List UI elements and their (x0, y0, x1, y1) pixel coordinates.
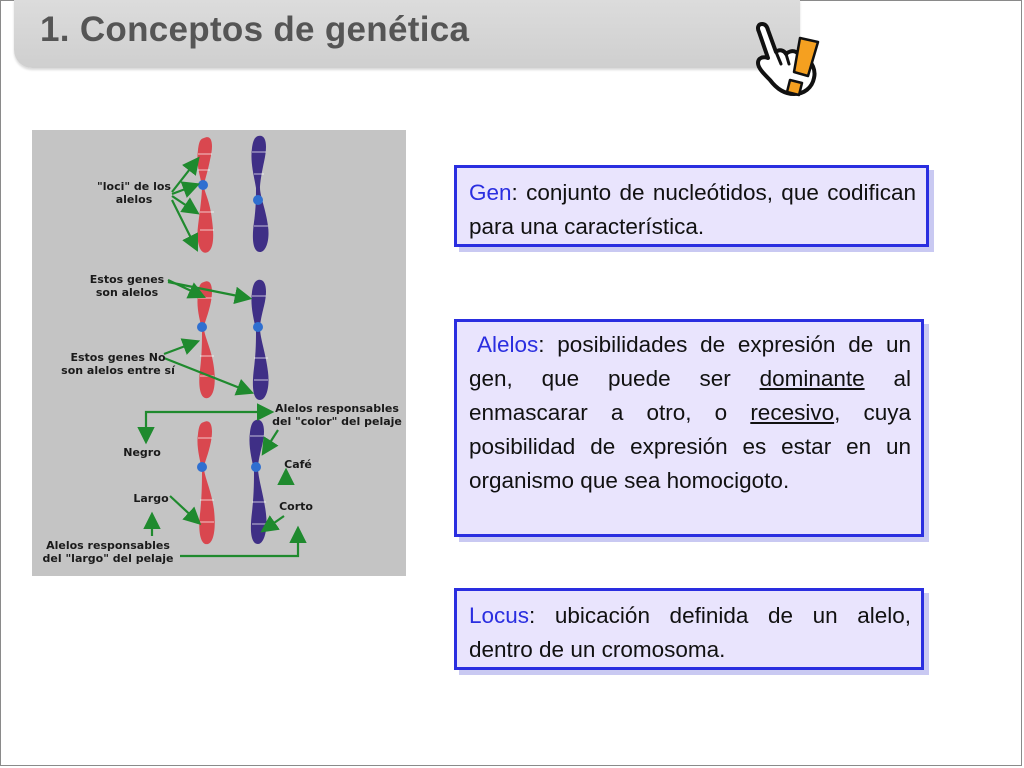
definition-gen-text: : conjunto de nucleótidos, que codifican… (469, 180, 916, 239)
definition-alelos-text-1: : posibilidades de expresión de un gen, … (469, 332, 911, 391)
figure-arrows (137, 156, 307, 558)
label-color-pelaje: Alelos responsables del "color" del pela… (272, 402, 402, 428)
chromosome-pair-1 (197, 135, 269, 253)
label-son-alelos: Estos genes son alelos (89, 273, 165, 299)
pointing-hand-icon (756, 22, 820, 97)
slide-title: 1. Conceptos de genética (40, 10, 470, 49)
definition-locus-text: : ubicación definida de un alelo, dentro… (469, 603, 911, 662)
chromosome-diagram (137, 135, 307, 558)
exclamation-icon (785, 36, 820, 97)
title-bar: 1. Conceptos de genética (14, 0, 800, 68)
definition-alelos-text-3: , cuya posibilidad de expresión es estar… (469, 400, 912, 493)
definition-alelos-text-2: al enmascarar a otro, o (469, 366, 912, 425)
label-no-alelos: Estos genes No son alelos entre sí (61, 351, 175, 377)
term-recesivo: recesivo (750, 400, 835, 425)
definition-gen: Gen: conjunto de nucleótidos, que codifi… (454, 165, 929, 247)
label-corto: Corto (279, 500, 313, 513)
term-dominante: dominante (759, 366, 865, 391)
label-negro: Negro (123, 446, 161, 459)
chromosome-pair-2 (197, 279, 269, 400)
term-gen: Gen (469, 180, 512, 205)
chromosome-figure: "loci" de los alelos Estos genes son ale… (32, 130, 406, 576)
chromosome-pair-3 (197, 419, 267, 545)
definition-alelos: Alelos: posibilidades de expresión de un… (454, 319, 924, 537)
label-loci: "loci" de los alelos (97, 180, 171, 206)
term-locus: Locus (469, 603, 530, 628)
label-cafe: Café (284, 458, 312, 471)
label-largo-pelaje: Alelos responsables del "largo" del pela… (42, 539, 174, 565)
definition-locus: Locus: ubicación definida de un alelo, d… (454, 588, 924, 670)
label-largo: Largo (133, 492, 169, 505)
term-alelos: Alelos (477, 332, 539, 357)
